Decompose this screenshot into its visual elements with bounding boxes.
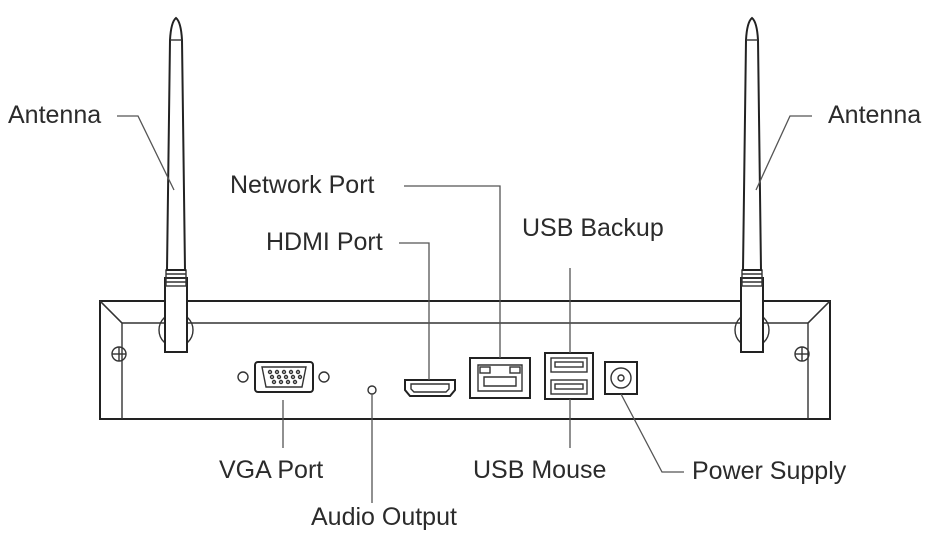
left-screw <box>111 346 127 362</box>
label-power-supply: Power Supply <box>692 457 847 485</box>
vga-port <box>237 361 330 393</box>
power-jack <box>604 361 638 395</box>
label-usb-mouse: USB Mouse <box>473 456 607 484</box>
label-vga-port: VGA Port <box>219 456 324 484</box>
audio-output-jack <box>367 385 377 395</box>
label-hdmi-port: HDMI Port <box>266 228 383 256</box>
right-antenna <box>734 16 770 353</box>
label-network-port: Network Port <box>230 171 375 199</box>
label-usb-backup: USB Backup <box>522 214 664 242</box>
hdmi-port <box>404 379 456 397</box>
right-screw <box>794 346 810 362</box>
usb-ports <box>544 352 594 400</box>
network-port <box>469 357 531 399</box>
label-audio-output: Audio Output <box>311 503 457 531</box>
label-antenna-left: Antenna <box>8 101 102 129</box>
left-antenna <box>158 16 194 353</box>
label-antenna-right: Antenna <box>828 101 922 129</box>
leader-lines <box>117 115 812 503</box>
device-body <box>99 300 831 420</box>
